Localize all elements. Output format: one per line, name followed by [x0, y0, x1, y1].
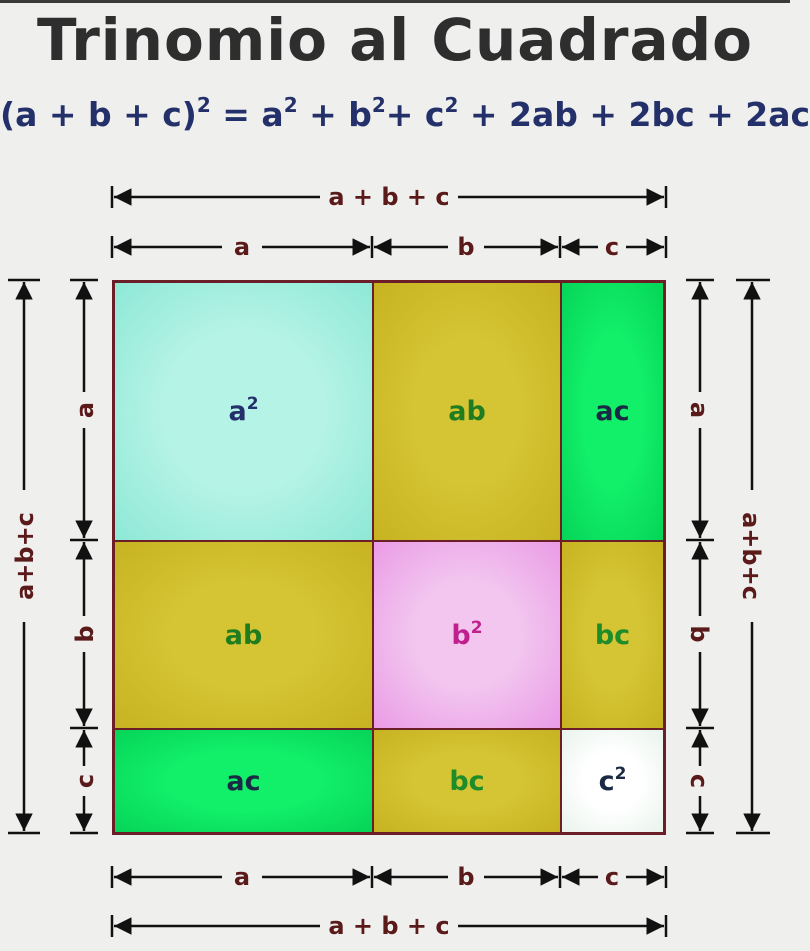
bottom-a-label: a [234, 863, 250, 891]
cell-bc-bottom: bc [373, 729, 561, 833]
formula-c-term: + c [385, 95, 445, 134]
formula-b-term: + b [297, 95, 372, 134]
left-a-label: a [71, 402, 99, 418]
formula-c-exponent: 2 [444, 93, 459, 117]
cell-a-squared: a2 [114, 282, 373, 541]
dimension-arrows: a + b + c a b c a b c a + b + c a+b+c a … [8, 183, 770, 940]
left-total-label: a+b+c [11, 512, 39, 600]
top-c-label: c [605, 233, 619, 261]
page-title: Trinomio al Cuadrado [37, 6, 753, 74]
formula: (a + b + c)2 = a2 + b2+ c2 + 2ab + 2bc +… [0, 93, 810, 134]
left-b-label: b [71, 625, 99, 642]
formula-eq: = a [210, 95, 284, 134]
cell-ab-left: ab [114, 541, 373, 729]
formula-b-exponent: 2 [371, 93, 386, 117]
cell-a-squared-label: a2 [228, 394, 259, 428]
cell-ac-top: ac [561, 282, 664, 541]
left-c-label: c [71, 774, 99, 788]
top-rule [0, 0, 790, 3]
formula-lhs-exponent: 2 [196, 93, 211, 117]
top-total-label: a + b + c [328, 183, 449, 211]
square-diagram: a2 ab ac ab b2 bc ac bc c2 [112, 280, 666, 835]
formula-a-exponent: 2 [283, 93, 298, 117]
cell-ac-bottom: ac [114, 729, 373, 833]
top-a-label: a [234, 233, 250, 261]
bottom-b-label: b [457, 863, 474, 891]
cell-b-squared-label: b2 [451, 617, 483, 651]
formula-rest: + 2ab + 2bc + 2ac [458, 95, 810, 134]
right-total-label: a+b+c [737, 512, 765, 600]
right-c-label: c [685, 774, 713, 788]
cell-bc-right: bc [561, 541, 664, 729]
cell-ab-top: ab [373, 282, 561, 541]
cell-c-squared: c2 [561, 729, 664, 833]
cell-c-squared-label: c2 [598, 763, 627, 797]
right-b-label: b [685, 625, 713, 642]
formula-lhs: (a + b + c) [0, 95, 197, 134]
right-a-label: a [685, 402, 713, 418]
top-b-label: b [457, 233, 474, 261]
bottom-c-label: c [605, 863, 619, 891]
bottom-total-label: a + b + c [328, 912, 449, 940]
cell-b-squared: b2 [373, 541, 561, 729]
